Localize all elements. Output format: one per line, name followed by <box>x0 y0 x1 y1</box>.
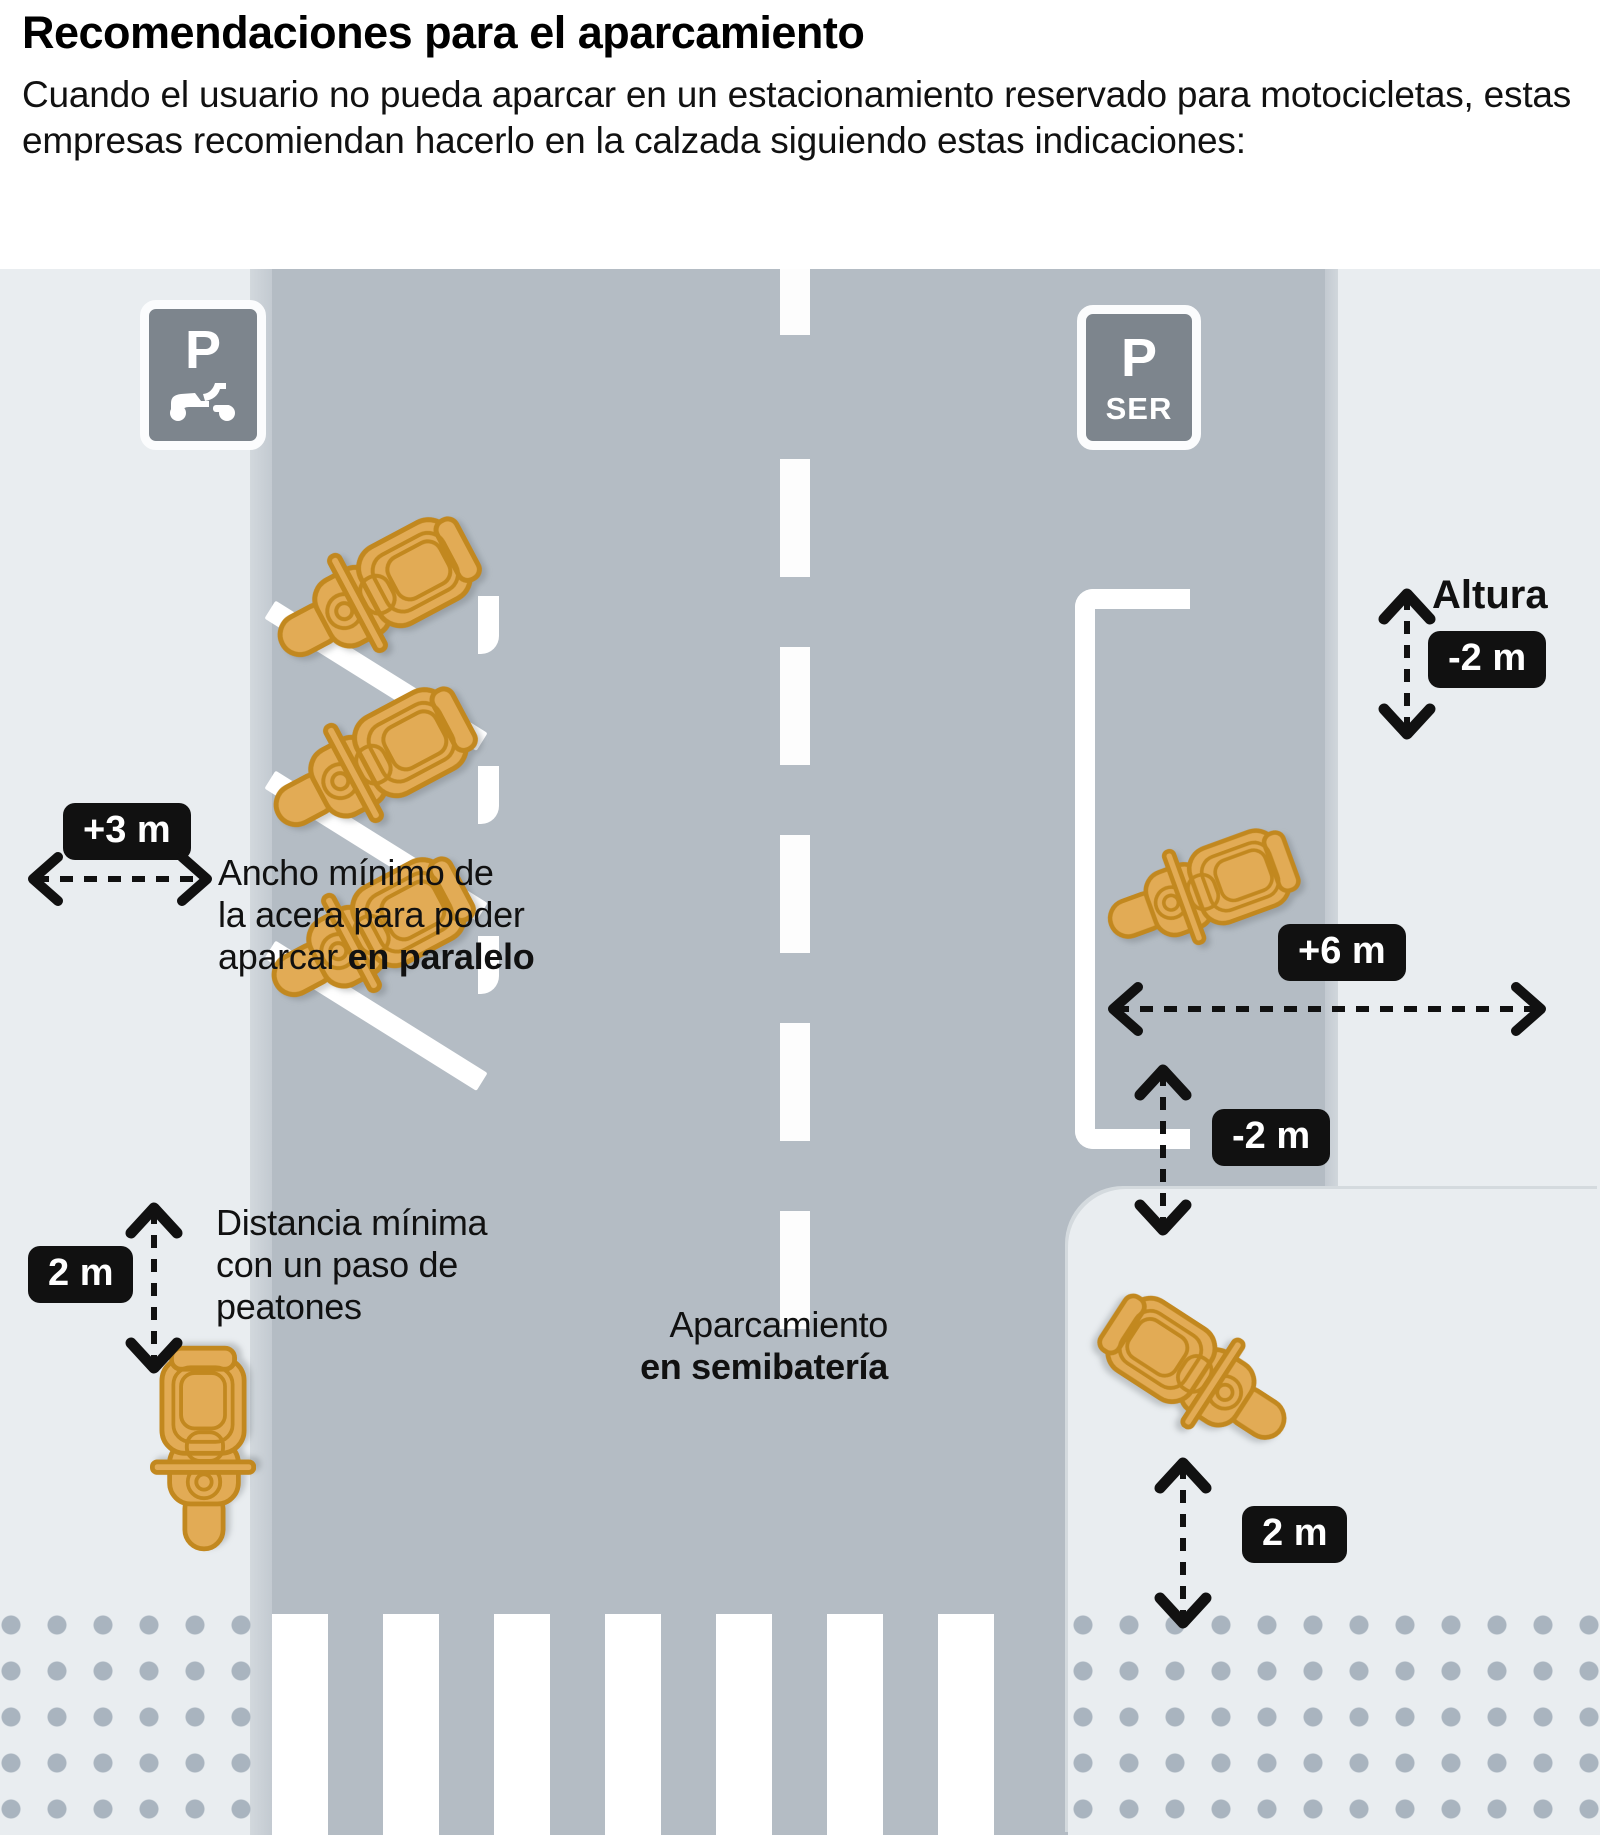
page-title: Recomendaciones para el aparcamiento <box>22 7 865 58</box>
callout-line-2: con un paso de <box>216 1244 458 1286</box>
callout-line-1: Ancho mínimo de <box>218 852 494 893</box>
bay-line-hook <box>478 936 499 994</box>
badge-sidewalk-width: +3 m <box>63 803 191 860</box>
bay-line-hook <box>478 766 499 824</box>
motorcycle-icon <box>242 831 495 1038</box>
street-diagram: P P SER Altura <box>0 269 1600 1835</box>
crosswalk-stripe <box>938 1614 994 1835</box>
badge-semi-height: -2 m <box>1212 1109 1331 1166</box>
motorcycle-top-view-icon <box>273 686 478 828</box>
crosswalk-stripe <box>827 1614 883 1835</box>
motorcycle-top-view-icon <box>1107 828 1301 946</box>
motorcycle-top-view-icon <box>277 516 482 658</box>
callout-line-1: Distancia mínima <box>216 1202 488 1243</box>
sign-moto-parking[interactable]: P <box>140 300 266 450</box>
callout-line-2: la acera para poder <box>218 894 525 936</box>
height-arrow-vertical <box>1378 585 1436 743</box>
callout-sidewalk-width: Ancho mínimo de la acera para poder apar… <box>218 852 608 978</box>
sidewalk-right <box>1338 269 1600 1209</box>
callout-semi-battery: Aparcamiento en semibatería <box>578 1304 888 1388</box>
callout-line-3: peatones <box>216 1286 362 1328</box>
crosswalk-stripe <box>605 1614 661 1835</box>
crosswalk-stripe <box>383 1614 439 1835</box>
badge-ser-height: -2 m <box>1428 631 1547 688</box>
motorcycle-icon <box>149 1342 259 1557</box>
motorcycle-icon <box>244 661 497 868</box>
callout-line-3-bold: en paralelo <box>347 936 535 978</box>
altura-label: Altura <box>1432 573 1548 617</box>
lane-dash <box>780 647 810 765</box>
scooter-icon <box>165 381 241 428</box>
badge-crosswalk-distance-right: 2 m <box>1242 1506 1348 1563</box>
crosswalk-stripe <box>716 1614 772 1835</box>
lane-dash <box>780 459 810 577</box>
motorcycle-icon <box>248 491 501 698</box>
lane-dash <box>780 835 810 953</box>
callout-line-2-bold: en semibatería <box>640 1346 888 1388</box>
crosswalk-stripe <box>272 1614 328 1835</box>
tactile-paving-left <box>0 1614 251 1835</box>
sign-ser-label: SER <box>1105 391 1173 426</box>
ser-parking-bay-marking <box>1075 589 1190 1149</box>
sign-letter-p: P <box>1120 328 1158 388</box>
crosswalk-distance-arrow-right <box>1154 1454 1212 1632</box>
sign-ser-parking[interactable]: P SER <box>1077 305 1201 450</box>
motorcycle-top-view-icon <box>271 856 476 998</box>
lane-dash <box>780 1023 810 1141</box>
lane-dash <box>780 1211 810 1329</box>
sign-letter-p: P <box>184 319 222 380</box>
curb-left <box>250 269 272 1835</box>
page-subtitle: Cuando el usuario no pueda aparcar en un… <box>22 73 1572 162</box>
lane-dash <box>780 269 810 335</box>
callout-crosswalk-distance: Distancia mínima con un paso de peatones <box>216 1202 576 1328</box>
bay-length-arrow-horizontal <box>1102 981 1552 1037</box>
motorcycle-icon <box>1086 807 1315 976</box>
sidewalk-left <box>0 269 258 1835</box>
header: Recomendaciones para el aparcamiento Cua… <box>22 8 1582 165</box>
badge-crosswalk-distance-left: 2 m <box>28 1246 134 1303</box>
crosswalk-stripe <box>494 1614 550 1835</box>
callout-line-1: Aparcamiento <box>669 1304 888 1345</box>
sidewalk-width-arrow-horizontal <box>24 851 216 907</box>
motorcycle-top-view-icon <box>1097 1293 1287 1440</box>
semi-height-arrow-vertical <box>1134 1061 1192 1239</box>
tactile-paving-right <box>1072 1614 1600 1835</box>
callout-line-3: aparcar <box>218 936 348 978</box>
badge-bay-length: +6 m <box>1278 924 1406 981</box>
motorcycle-top-view-icon <box>149 1345 257 1552</box>
crosswalk-distance-arrow-left <box>125 1199 183 1377</box>
bay-line-hook <box>478 596 499 654</box>
motorcycle-icon <box>1077 1269 1317 1478</box>
